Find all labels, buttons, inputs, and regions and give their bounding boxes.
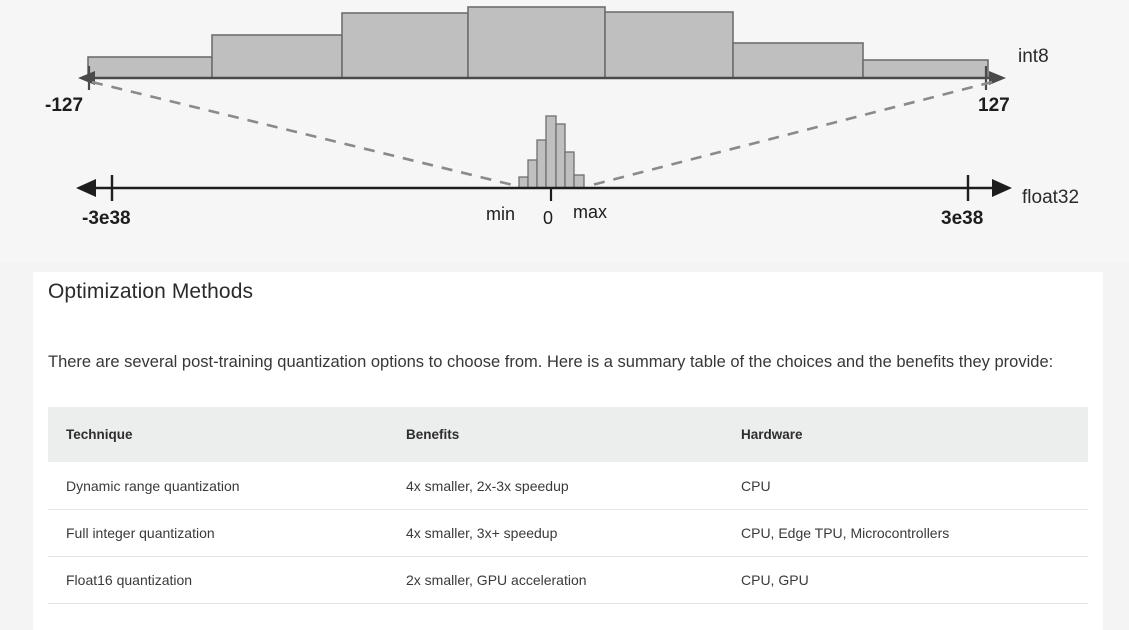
int8-histogram-bars	[87, 6, 989, 79]
section-description: There are several post-training quantiza…	[48, 352, 1054, 371]
cell-benefits: 4x smaller, 3x+ speedup	[388, 509, 723, 557]
optimization-methods-card: Optimization Methods There are several p…	[33, 272, 1103, 630]
float32-bar-6	[564, 151, 575, 189]
int8-axis-left-arrow	[78, 71, 95, 85]
cell-hardware: CPU, Edge TPU, Microcontrollers	[723, 509, 1088, 557]
cell-hardware: CPU, GPU	[723, 556, 1088, 604]
cell-technique: Full integer quantization	[48, 509, 388, 557]
cell-technique: Dynamic range quantization	[48, 462, 388, 510]
cell-technique: Float16 quantization	[48, 556, 388, 604]
cell-benefits: 2x smaller, GPU acceleration	[388, 556, 723, 604]
int8-bar-6	[732, 42, 864, 79]
int8-bar-1	[87, 56, 213, 79]
float32-bar-2	[527, 159, 538, 189]
cell-hardware: CPU	[723, 462, 1088, 510]
int8-bar-5	[604, 11, 734, 79]
table-header-row: Technique Benefits Hardware	[48, 407, 1088, 463]
int8-bar-3	[341, 12, 469, 79]
int8-axis-right-arrow	[989, 71, 1006, 85]
float32-bar-4	[545, 115, 557, 189]
int8-max-label: 127	[978, 95, 1010, 116]
float32-max-label: 3e38	[941, 208, 983, 229]
float32-min-label: -3e38	[82, 208, 131, 229]
int8-axis	[78, 66, 1006, 90]
float32-axis-left-arrow	[76, 179, 96, 197]
float32-type-label: float32	[1022, 187, 1079, 208]
table-row: Full integer quantization 4x smaller, 3x…	[48, 509, 1088, 557]
int8-min-label: -127	[45, 95, 83, 116]
int8-type-label: int8	[1018, 46, 1049, 67]
int8-bar-7	[862, 59, 989, 79]
float32-axis-right-arrow	[992, 179, 1012, 197]
float32-bar-1	[518, 176, 529, 189]
guide-right	[587, 80, 993, 188]
float32-range-min-label: min	[486, 204, 515, 224]
guide-left	[91, 80, 518, 188]
float32-bar-5	[555, 123, 566, 189]
quantization-diagram-region: -127 127 int8 -3e38 3e38 f	[0, 0, 1129, 262]
float32-bar-7	[573, 174, 585, 189]
optimization-methods-table: Technique Benefits Hardware Dynamic rang…	[48, 407, 1088, 604]
table-row: Float16 quantization 2x smaller, GPU acc…	[48, 556, 1088, 604]
float32-bar-3	[536, 139, 547, 189]
column-header-technique: Technique	[48, 407, 388, 463]
float32-axis	[76, 175, 1012, 201]
int8-bar-4	[467, 6, 606, 79]
int8-bar-2	[211, 34, 343, 79]
column-header-hardware: Hardware	[723, 407, 1088, 463]
float32-histogram-bars	[518, 115, 585, 189]
column-header-benefits: Benefits	[388, 407, 723, 463]
quantization-mapping-guides	[91, 80, 993, 188]
float32-zero-label: 0	[543, 208, 553, 228]
table-row: Dynamic range quantization 4x smaller, 2…	[48, 462, 1088, 510]
quantization-diagram-svg: -127 127 int8 -3e38 3e38 f	[45, 6, 1079, 229]
page-title: Optimization Methods	[48, 280, 254, 303]
float32-range-max-label: max	[573, 202, 607, 222]
cell-benefits: 4x smaller, 2x-3x speedup	[388, 462, 723, 510]
